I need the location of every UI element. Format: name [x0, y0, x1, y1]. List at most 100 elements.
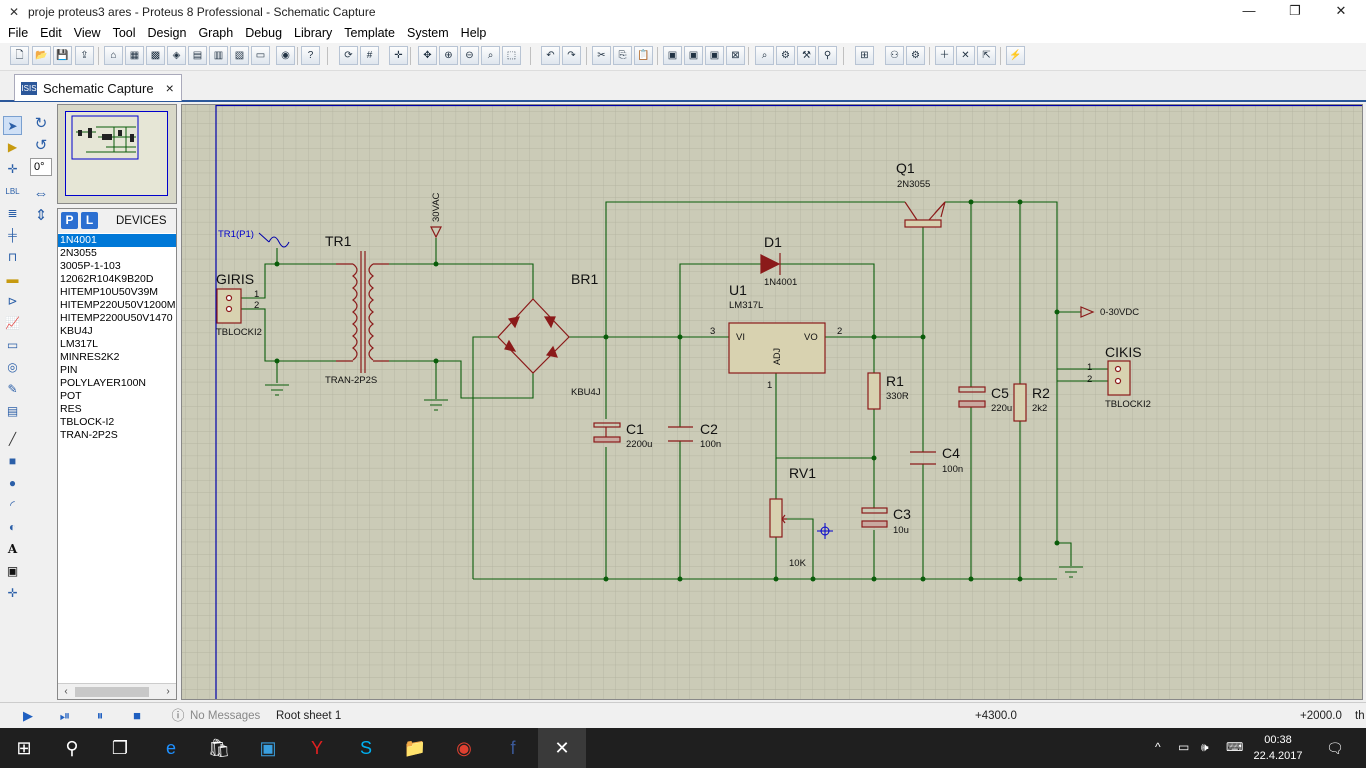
zoom-out-icon[interactable]: ⊖ — [460, 46, 479, 65]
3d-view-icon[interactable]: ◈ — [167, 46, 186, 65]
device-pins-icon[interactable]: ⊳ — [7, 294, 18, 308]
wire-autorouter-icon[interactable]: ⊞ — [855, 46, 874, 65]
home-icon[interactable]: ⌂ — [104, 46, 123, 65]
rotate-anticlockwise-icon[interactable]: ↺ — [34, 137, 48, 154]
stop-icon[interactable]: ■ — [133, 708, 141, 723]
undo-icon[interactable]: ↶ — [541, 46, 560, 65]
library-manager-button[interactable]: L — [81, 212, 98, 229]
menu-edit[interactable]: Edit — [40, 26, 62, 40]
exit-to-parent-icon[interactable]: ⇱ — [977, 46, 996, 65]
file-explorer-icon[interactable]: 📁 — [403, 738, 427, 758]
schematic-canvas[interactable]: GIRIS TR1 BR1 C1 C2 D1 U1 Q1 R1 RV1 C3 C… — [181, 104, 1363, 700]
close-button[interactable]: ✕ — [1335, 3, 1347, 18]
task-view-icon[interactable]: ❐ — [111, 738, 129, 758]
gerber-icon[interactable]: ▤ — [188, 46, 207, 65]
minimize-button[interactable]: — — [1242, 3, 1256, 18]
line-icon[interactable]: ╱ — [8, 432, 17, 446]
decompose-icon[interactable]: ⚲ — [818, 46, 837, 65]
voltage-probe-icon[interactable]: ✎ — [7, 382, 18, 396]
play-icon[interactable]: ▶ — [23, 708, 33, 723]
search-tag-icon[interactable]: ⚇ — [885, 46, 904, 65]
yandex-icon[interactable]: Y — [310, 738, 323, 758]
messages-status[interactable]: No Messages — [190, 710, 261, 722]
device-item[interactable]: PIN — [60, 364, 78, 376]
device-item[interactable]: TBLOCK-I2 — [60, 416, 115, 428]
tray-chevron-icon[interactable]: ^ — [1155, 740, 1161, 754]
device-item[interactable]: RES — [60, 403, 82, 415]
tab-schematic-capture[interactable]: ISIS Schematic Capture × — [14, 74, 182, 101]
device-item[interactable]: POT — [60, 390, 82, 402]
bom-icon[interactable]: ▥ — [209, 46, 228, 65]
device-item[interactable]: HITEMP2200U50V1470 — [60, 312, 173, 324]
block-copy-icon[interactable]: ▣ — [663, 46, 682, 65]
zoom-in-icon[interactable]: ⊕ — [439, 46, 458, 65]
schematic-icon[interactable]: ▦ — [125, 46, 144, 65]
cut-icon[interactable]: ✂ — [592, 46, 611, 65]
device-item[interactable]: LM317L — [60, 338, 98, 350]
refresh-icon[interactable]: ⟳ — [339, 46, 358, 65]
pcb-icon[interactable]: ▩ — [146, 46, 165, 65]
skype-icon[interactable]: S — [359, 738, 372, 758]
device-item[interactable]: POLYLAYER100N — [60, 377, 146, 389]
tape-recorder-icon[interactable]: ▭ — [6, 338, 19, 352]
menu-graph[interactable]: Graph — [198, 26, 234, 40]
restore-button[interactable]: ❐ — [1289, 3, 1301, 18]
store-icon[interactable]: 🛍 — [207, 738, 231, 758]
property-tool-icon[interactable]: ⚙ — [906, 46, 925, 65]
tab-close-icon[interactable]: × — [165, 80, 174, 96]
component-mode-icon[interactable]: ▶ — [7, 140, 18, 154]
mirror-horizontal-icon[interactable]: ⇔ — [33, 185, 49, 202]
rotate-clockwise-icon[interactable]: ↻ — [34, 115, 48, 132]
vsm-icon[interactable]: ◉ — [276, 46, 295, 65]
menu-library[interactable]: Library — [294, 26, 333, 40]
junction-dot-icon[interactable]: ✛ — [7, 162, 18, 176]
help-icon[interactable]: ? — [301, 46, 320, 65]
path-icon[interactable]: ◐ — [8, 520, 17, 534]
scroll-right-icon[interactable]: › — [166, 686, 170, 697]
buses-icon[interactable]: ╪ — [8, 228, 17, 242]
selection-mode-icon[interactable]: ➤ — [3, 116, 22, 135]
zoom-area-icon[interactable]: ⬚ — [502, 46, 521, 65]
import-icon[interactable]: ⇪ — [75, 46, 94, 65]
make-device-icon[interactable]: ⚙ — [776, 46, 795, 65]
step-icon[interactable]: ⏯ — [59, 708, 71, 723]
action-center-icon[interactable]: 🗨 — [1326, 740, 1344, 756]
virtual-instruments-icon[interactable]: ▤ — [6, 404, 19, 418]
menu-template[interactable]: Template — [344, 26, 395, 40]
devices-horizontal-scrollbar[interactable]: ‹ › — [58, 683, 176, 699]
save-icon[interactable]: 💾 — [53, 46, 72, 65]
device-item[interactable]: HITEMP10U50V39M — [60, 286, 159, 298]
generator-icon[interactable]: ◎ — [7, 360, 18, 374]
search-icon[interactable]: ⚲ — [65, 738, 79, 758]
new-file-icon[interactable]: 🗋 — [10, 46, 29, 65]
menu-tool[interactable]: Tool — [112, 26, 136, 40]
paste-icon[interactable]: 📋 — [634, 46, 653, 65]
battery-icon[interactable]: ▭ — [1178, 740, 1190, 754]
graph-mode-icon[interactable]: 📈 — [5, 316, 20, 330]
scrollbar-thumb[interactable] — [75, 687, 149, 697]
device-item[interactable]: MINRES2K2 — [60, 351, 120, 363]
rotation-angle-field[interactable]: 0° — [30, 158, 52, 176]
menu-design[interactable]: Design — [147, 26, 187, 40]
network-app-icon[interactable]: ▣ — [259, 738, 277, 758]
pan-icon[interactable]: ✥ — [418, 46, 437, 65]
symbol-icon[interactable]: ▣ — [6, 564, 19, 578]
source-code-icon[interactable]: ▭ — [251, 46, 270, 65]
menu-help[interactable]: Help — [460, 26, 487, 40]
block-delete-icon[interactable]: ⊠ — [726, 46, 745, 65]
keyboard-icon[interactable]: ⌨ — [1226, 740, 1244, 754]
box-icon[interactable]: ■ — [8, 454, 17, 468]
device-item[interactable]: 2N3055 — [60, 247, 97, 259]
system-clock[interactable]: 00:38 22.4.2017 — [1248, 732, 1308, 764]
text-icon[interactable]: A — [7, 542, 18, 556]
grid-toggle-icon[interactable]: # — [360, 46, 379, 65]
pick-device-icon[interactable]: ⌕ — [755, 46, 774, 65]
new-sheet-icon[interactable]: ＋ — [935, 46, 954, 65]
overview-window[interactable] — [57, 104, 177, 204]
scroll-left-icon[interactable]: ‹ — [64, 686, 68, 697]
edge-browser-icon[interactable]: e — [165, 738, 176, 758]
pick-devices-button[interactable]: P — [61, 212, 78, 229]
zoom-all-icon[interactable]: ⌕ — [481, 46, 500, 65]
open-folder-icon[interactable]: 📂 — [32, 46, 51, 65]
wire-label-icon[interactable]: LBL — [5, 187, 20, 196]
